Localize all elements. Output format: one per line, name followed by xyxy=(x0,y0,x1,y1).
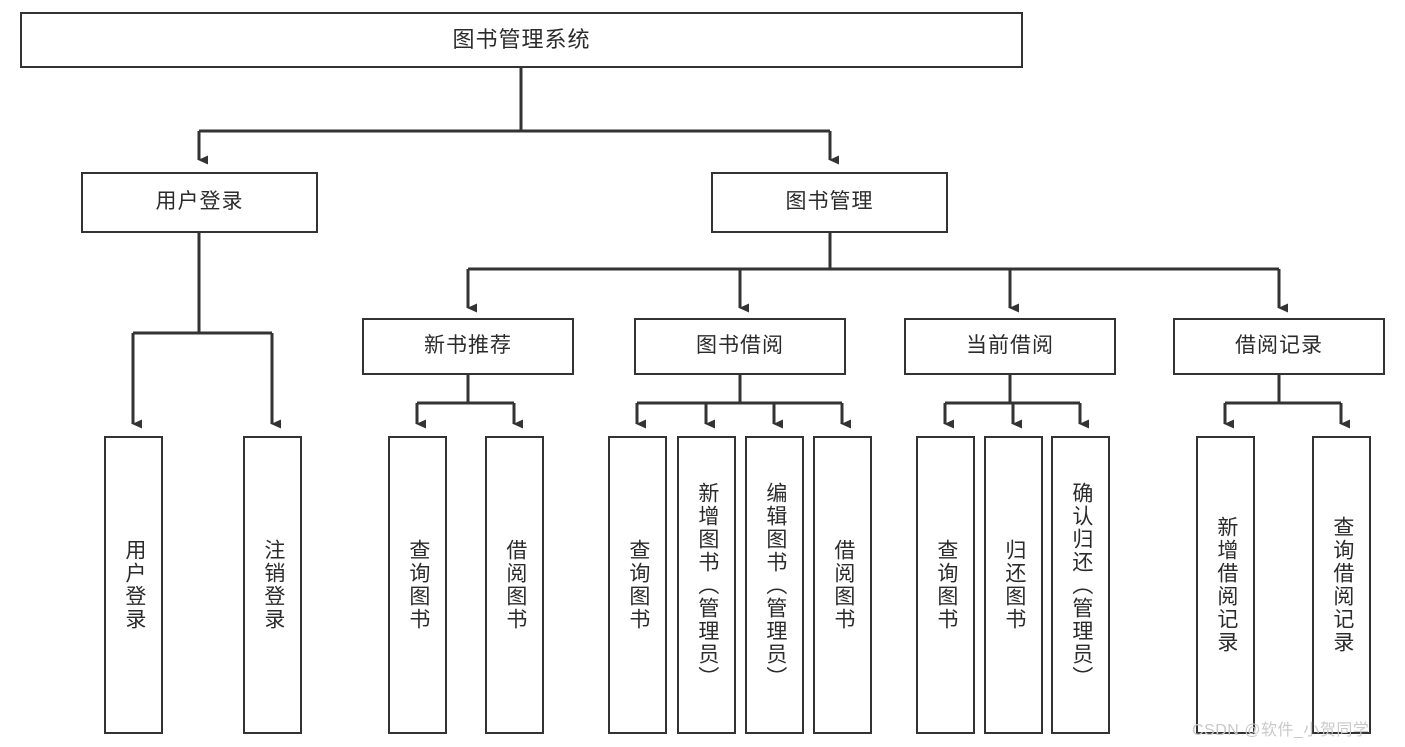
node-borrow-record[interactable]: 借阅记录 xyxy=(1173,318,1385,375)
leaf-logout-login[interactable]: 注销登录 xyxy=(243,436,302,734)
leaf-borrow-book-borrow[interactable]: 借阅图书 xyxy=(813,436,872,734)
node-book-manage[interactable]: 图书管理 xyxy=(711,172,948,233)
leaf-query-book-current[interactable]: 查询图书 xyxy=(916,436,975,734)
csdn-watermark: CSDN @软件_小贺同学 xyxy=(1192,722,1370,739)
leaf-add-book-admin[interactable]: 新增图书（管理员） xyxy=(677,436,736,734)
leaf-return-book[interactable]: 归还图书 xyxy=(984,436,1043,734)
node-user-login[interactable]: 用户登录 xyxy=(81,172,318,233)
node-new-book-recommend[interactable]: 新书推荐 xyxy=(362,318,574,375)
leaf-add-borrow-record[interactable]: 新增借阅记录 xyxy=(1196,436,1255,734)
leaf-query-book-recommend[interactable]: 查询图书 xyxy=(388,436,447,734)
leaf-borrow-book-recommend[interactable]: 借阅图书 xyxy=(485,436,544,734)
node-root-system[interactable]: 图书管理系统 xyxy=(20,12,1023,68)
leaf-confirm-return-admin[interactable]: 确认归还（管理员） xyxy=(1051,436,1110,734)
node-book-borrow[interactable]: 图书借阅 xyxy=(634,318,846,375)
leaf-edit-book-admin[interactable]: 编辑图书（管理员） xyxy=(745,436,804,734)
leaf-query-borrow-record[interactable]: 查询借阅记录 xyxy=(1312,436,1371,734)
leaf-query-book-borrow[interactable]: 查询图书 xyxy=(608,436,667,734)
leaf-user-login[interactable]: 用户登录 xyxy=(104,436,163,734)
node-current-borrow[interactable]: 当前借阅 xyxy=(904,318,1116,375)
